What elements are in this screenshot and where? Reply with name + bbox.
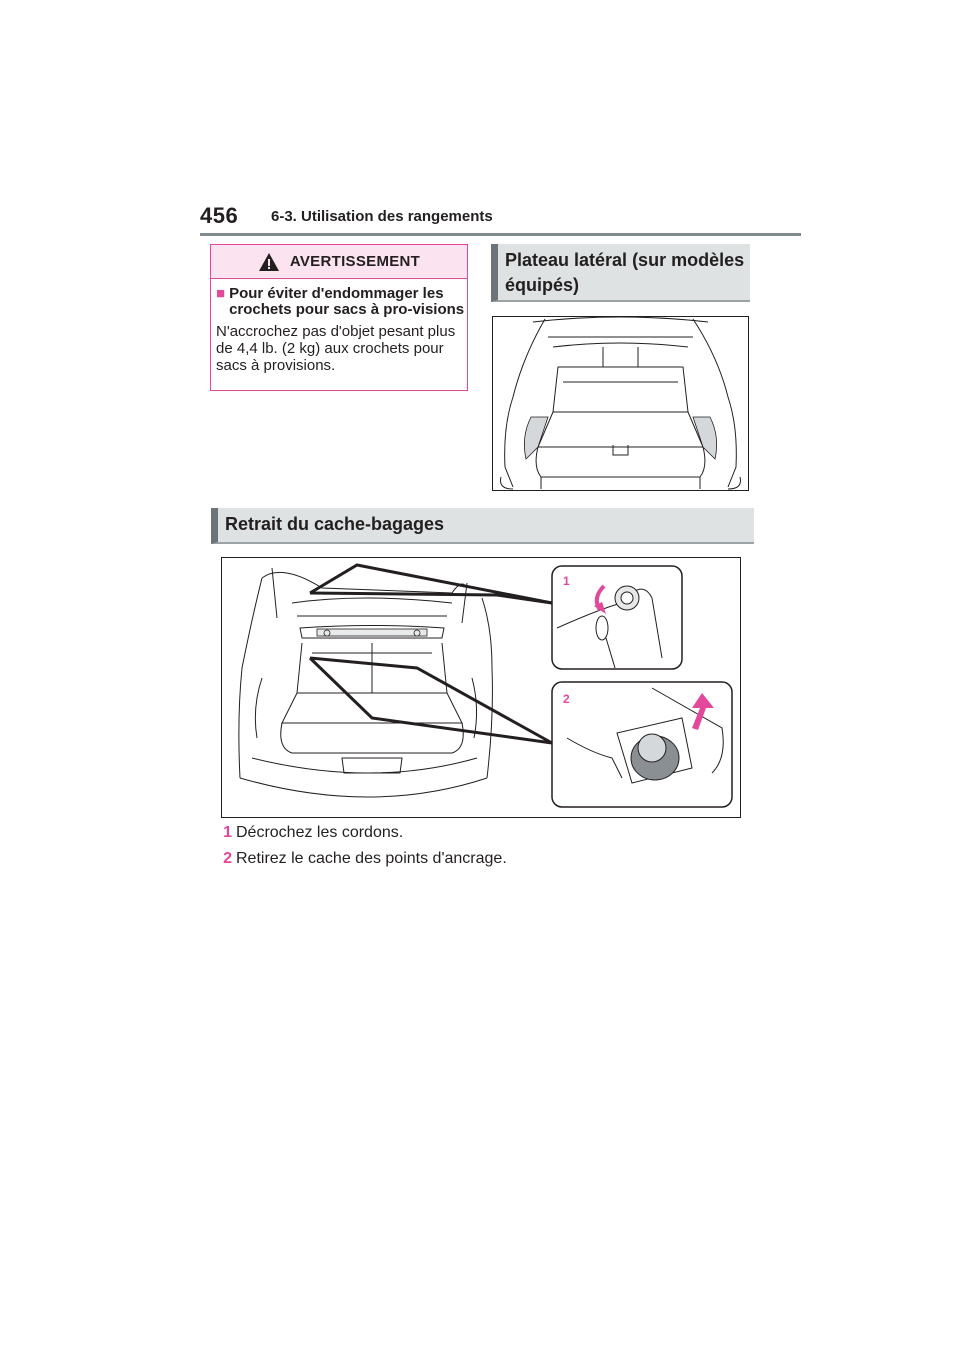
warning-triangle-icon <box>258 252 279 271</box>
step-2: 2 Retirez le cache des points d'ancrage. <box>212 850 507 868</box>
step-2-text: Retirez le cache des points d'ancrage. <box>236 850 507 867</box>
callout-1-label: 1 <box>563 574 570 588</box>
trunk-cover-removal-image: 1 2 <box>238 563 733 808</box>
page-number: 456 <box>200 203 239 228</box>
warning-title: AVERTISSEMENT <box>289 253 421 270</box>
side-tray-illustration <box>492 316 749 491</box>
callout-2-label: 2 <box>563 692 570 706</box>
square-bullet-icon: ■ <box>216 285 226 302</box>
side-tray-heading: Plateau latéral (sur modèles équipés) <box>491 244 750 302</box>
warning-text: N'accrochez pas d'objet pesant plus de 4… <box>216 323 456 374</box>
warning-subheading-text: Pour éviter d'endommager les crochets po… <box>229 285 465 318</box>
step-2-number: 2 <box>223 850 232 867</box>
warning-header: AVERTISSEMENT <box>211 245 467 279</box>
cover-removal-heading: Retrait du cache-bagages <box>211 508 754 544</box>
step-1: 1 Décrochez les cordons. <box>212 824 403 842</box>
header-rule <box>200 233 801 236</box>
cover-removal-illustration: 1 2 <box>221 557 741 818</box>
trunk-side-tray-image <box>500 316 741 490</box>
section-title: 6-3. Utilisation des rangements <box>271 208 493 225</box>
step-1-text: Décrochez les cordons. <box>236 824 404 841</box>
step-1-number: 1 <box>223 824 232 841</box>
warning-subheading: ■ Pour éviter d'endommager les crochets … <box>216 286 467 318</box>
warning-box: AVERTISSEMENT ■ Pour éviter d'endommager… <box>210 244 468 391</box>
